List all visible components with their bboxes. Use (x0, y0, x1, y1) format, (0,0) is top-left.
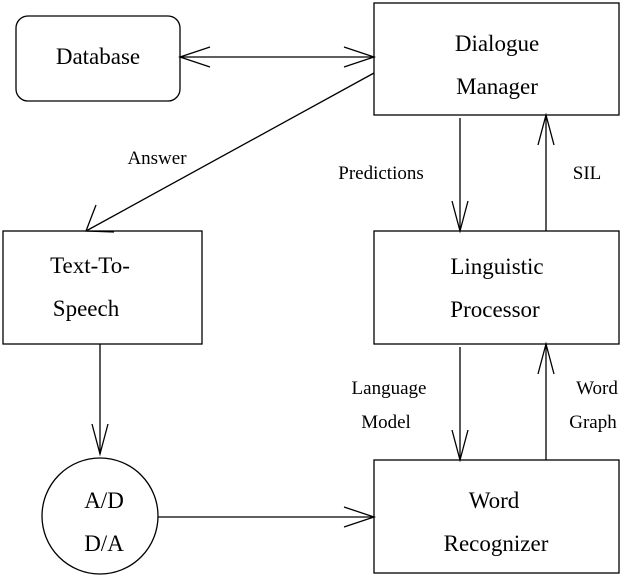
dialogue-manager-label-line1: Dialogue (455, 31, 539, 56)
database-label: Database (56, 44, 140, 69)
database-node: Database (15, 15, 181, 102)
text-to-speech-label-line1: Text-To- (50, 253, 130, 278)
ad-da-label-line1: A/D (84, 488, 124, 513)
edge-language-model (451, 347, 469, 463)
word-recognizer-label-line2: Recognizer (444, 531, 549, 556)
text-to-speech-node: Text-To- Speech (2, 230, 203, 345)
linguistic-processor-label-line1: Linguistic (450, 254, 543, 279)
language-model-label-line2: Model (361, 412, 411, 433)
edge-sil (537, 112, 555, 231)
word-graph-label-line1: Word (576, 378, 618, 399)
word-graph-label-line2: Graph (569, 412, 617, 433)
edge-text-to-speech-ad-da (91, 344, 109, 457)
dialogue-manager-node: Dialogue Manager (373, 2, 620, 116)
text-to-speech-label-line2: Speech (53, 296, 120, 321)
edge-ad-da-word-recognizer (158, 506, 377, 528)
edge-database-dialogue-manager (177, 46, 377, 68)
edge-word-graph (537, 341, 555, 460)
predictions-label: Predictions (338, 163, 424, 184)
word-recognizer-node: Word Recognizer (373, 459, 620, 574)
dialogue-manager-label-line2: Manager (456, 74, 538, 99)
sil-label: SIL (573, 163, 602, 184)
answer-label: Answer (127, 148, 187, 169)
ad-da-label-line2: D/A (84, 531, 124, 556)
word-recognizer-label-line1: Word (469, 488, 520, 513)
edge-predictions (451, 118, 469, 234)
language-model-label-line1: Language (352, 378, 427, 399)
linguistic-processor-node: Linguistic Processor (373, 230, 620, 345)
ad-da-node: A/D D/A (41, 457, 159, 575)
linguistic-processor-label-line2: Processor (450, 297, 540, 322)
edge-answer (85, 72, 375, 233)
